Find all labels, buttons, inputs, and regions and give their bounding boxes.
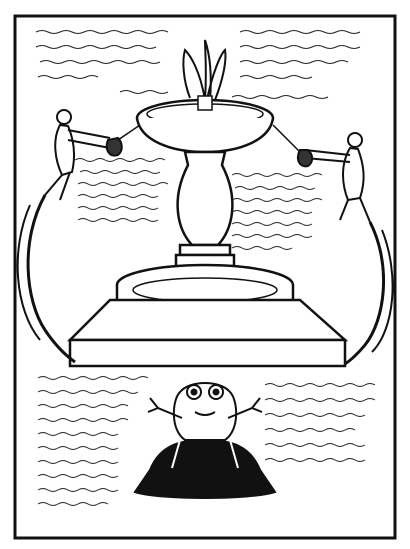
handwriting-bottom-left — [37, 376, 149, 506]
handwriting-bottom-right — [264, 383, 376, 462]
left-stream-curve — [26, 194, 76, 364]
fountain-plinth — [66, 298, 349, 368]
right-stream-curve — [344, 221, 386, 366]
page-border — [13, 14, 397, 540]
upper-basin — [135, 95, 275, 154]
handwriting-top-right — [231, 30, 361, 99]
handwriting-top-left — [35, 30, 169, 94]
left-figure — [44, 109, 141, 201]
handwriting-middle-right — [231, 173, 323, 250]
fountain-column — [174, 150, 236, 282]
right-stream-curve-outer — [371, 229, 394, 353]
handwriting-middle-left — [74, 158, 169, 222]
left-stream-curve-outer — [16, 204, 41, 341]
water-jets — [182, 39, 227, 101]
frog — [133, 382, 277, 499]
right-figure — [272, 124, 371, 223]
